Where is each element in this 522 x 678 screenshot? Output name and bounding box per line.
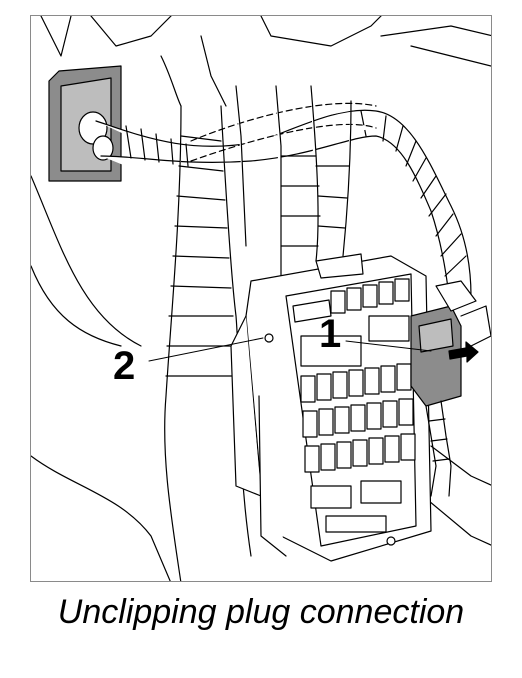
leader-line-1 <box>345 340 432 352</box>
grommet-bracket <box>48 65 122 182</box>
diagram-frame: 1 2 <box>30 15 492 582</box>
unclip-arrow <box>448 341 479 363</box>
callout-2: 2 <box>113 344 136 388</box>
wiring-harness-vertical <box>160 35 352 581</box>
figure-caption: Unclipping plug connection <box>57 593 465 631</box>
callout-1: 1 <box>319 312 342 356</box>
leader-line-2 <box>148 337 264 362</box>
leader-lines <box>148 337 432 362</box>
plug-connector <box>410 280 491 497</box>
fuse-box-illustration <box>31 16 491 581</box>
wiring-harness-upper <box>95 102 472 297</box>
fuse-box <box>230 253 432 562</box>
